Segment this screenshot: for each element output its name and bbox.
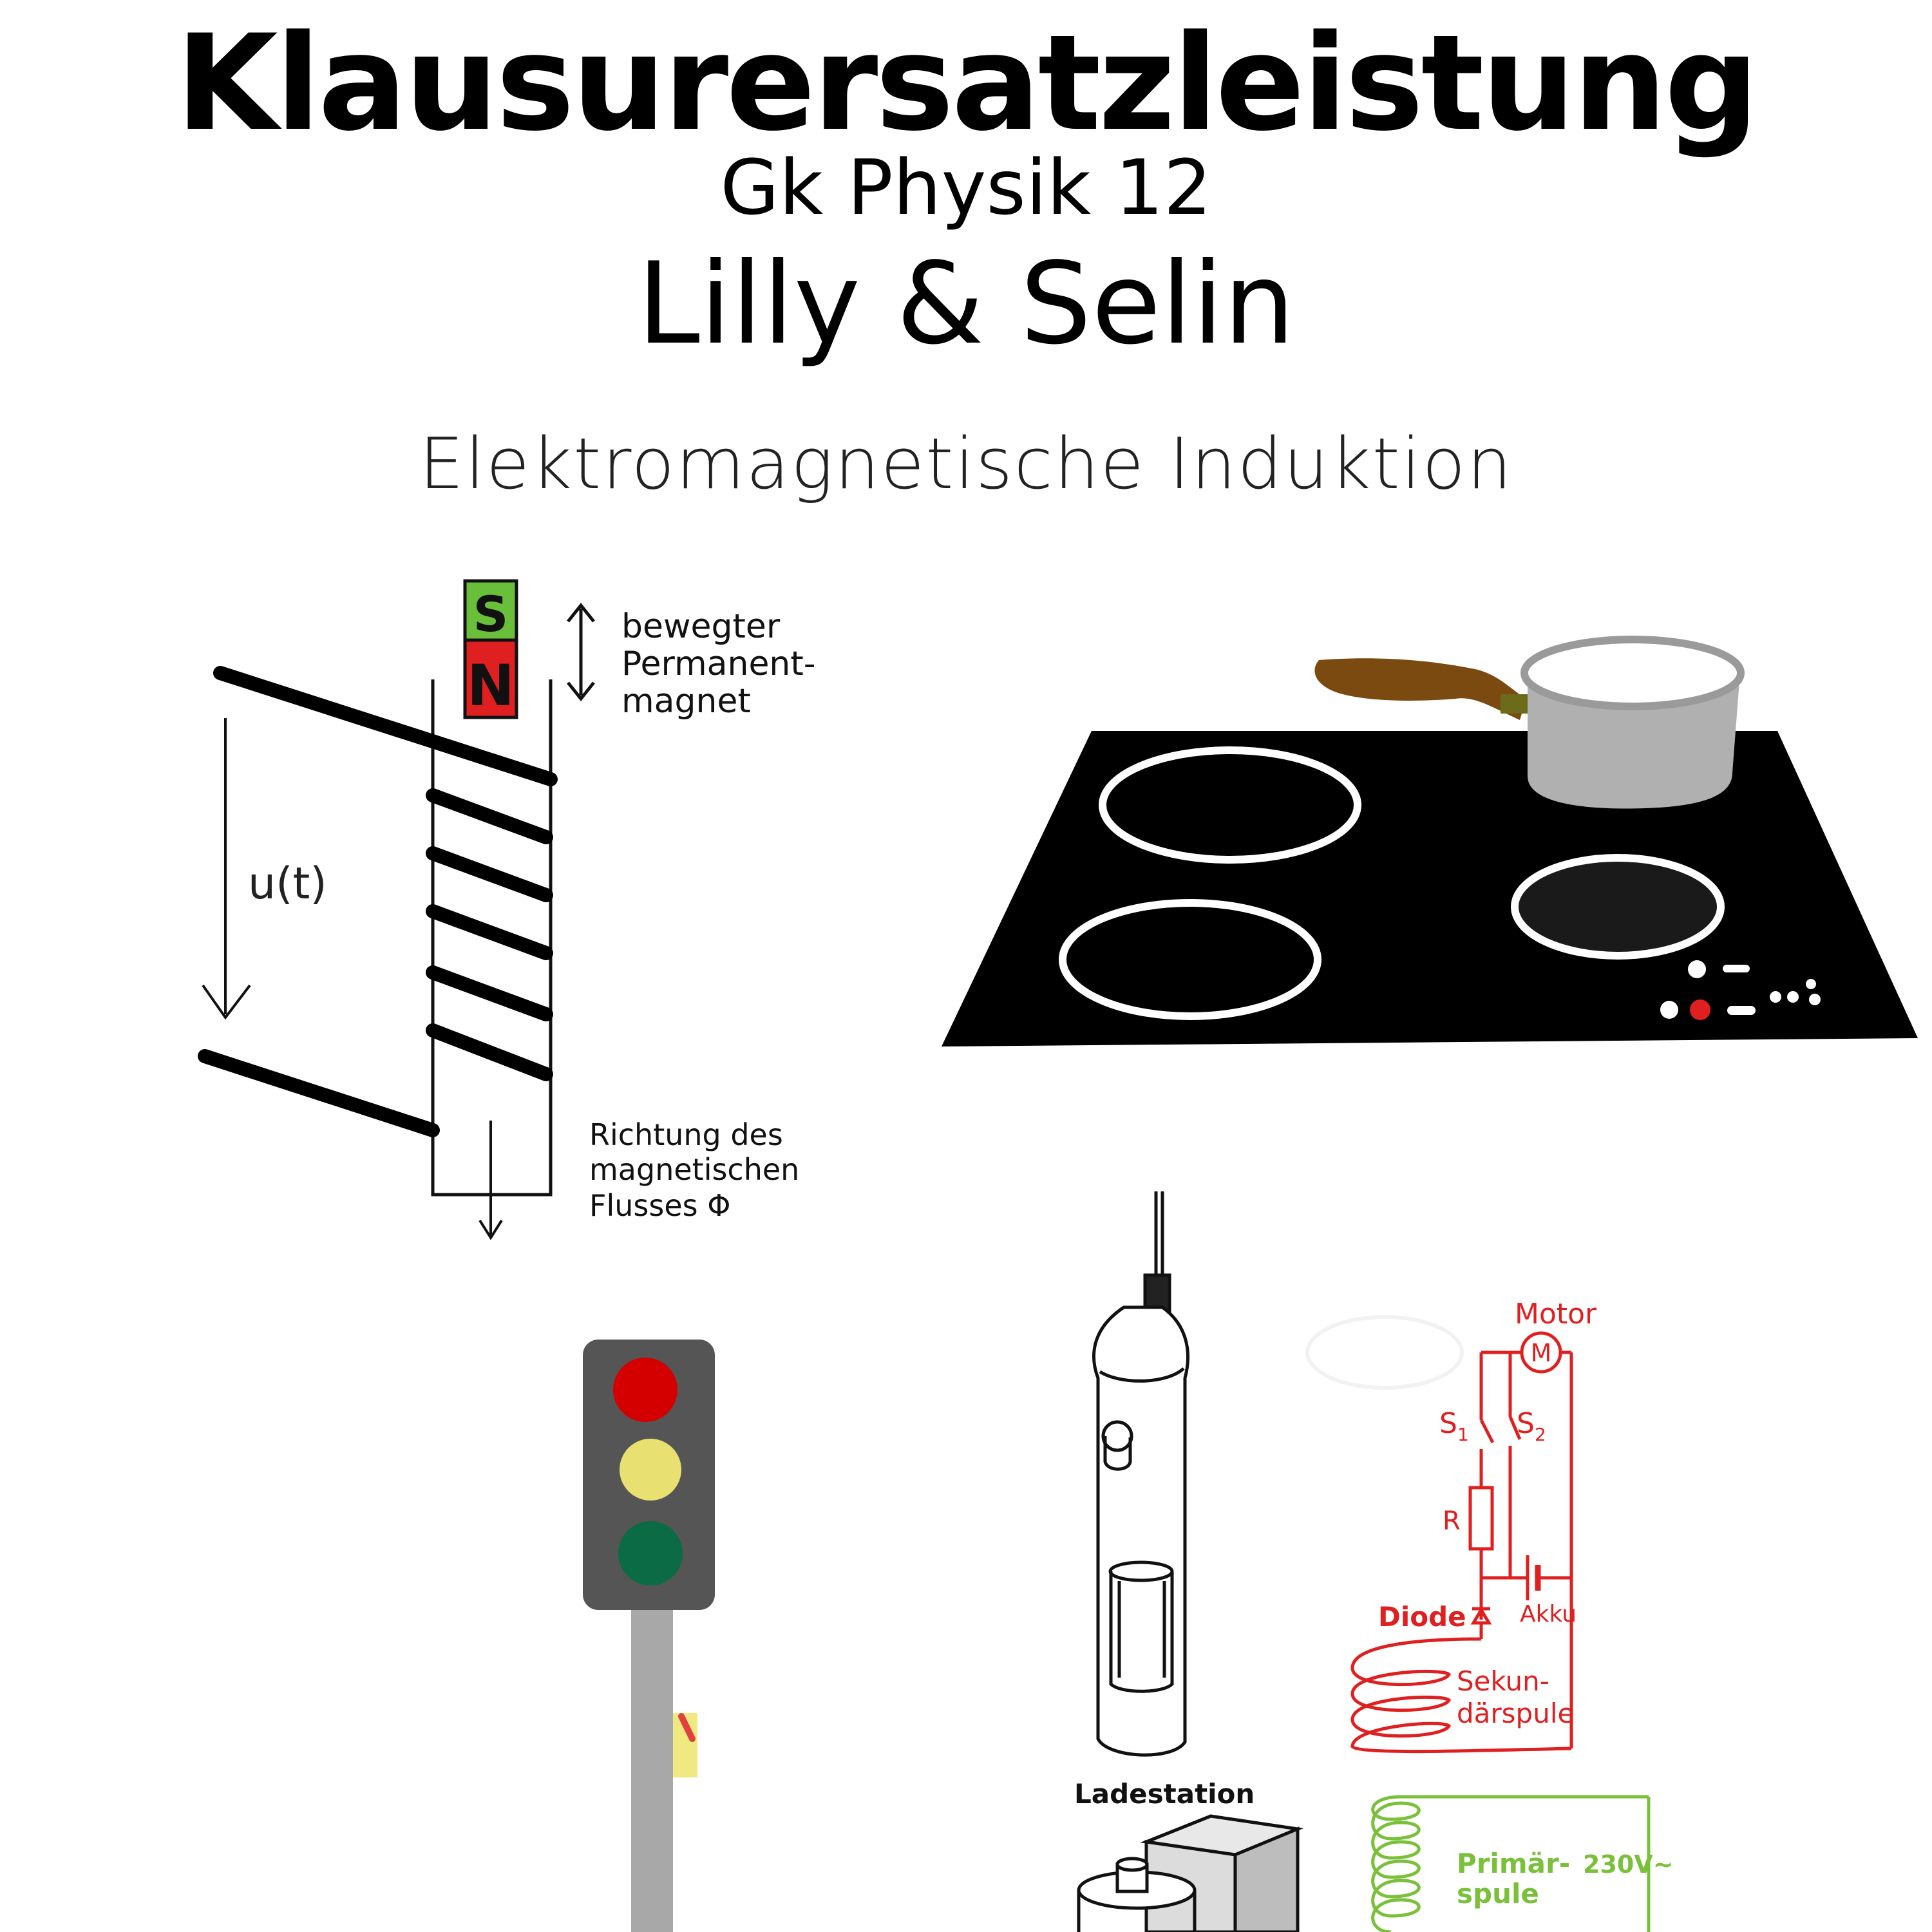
diode-label: Diode (1378, 1601, 1466, 1633)
primary-circuit-labels: Primär- spule 230V~ (1457, 1848, 1674, 1909)
primary-circuit (1371, 1795, 1651, 1932)
traffic-light-green (618, 1521, 683, 1586)
stove-controls (1660, 960, 1821, 1020)
cooking-pot (1314, 636, 1745, 809)
motor-label: Motor (1515, 1298, 1597, 1331)
traffic-light (583, 1340, 715, 1932)
primary-coil (1371, 1795, 1421, 1932)
topic-heading: Elektromagnetische Induktion (419, 422, 1513, 505)
sketch-smudge (1305, 1315, 1464, 1390)
induction-coil-diagram: S N bewegter Permanent- magnet (198, 579, 816, 1240)
electric-toothbrush (1092, 1191, 1190, 1757)
secondary-coil-label-line1: Sekun- (1457, 1665, 1549, 1697)
switch1-label: S1 (1439, 1407, 1469, 1445)
primary-coil-label-line1: Primär- (1457, 1848, 1570, 1879)
battery-label: Akku (1520, 1601, 1577, 1627)
magnet-label-line2: Permanent- (621, 645, 816, 683)
resistor-symbol (1468, 1486, 1494, 1551)
magnet-south-pole (463, 579, 518, 642)
pot-handle (1314, 658, 1526, 720)
magnet-north-letter: N (467, 652, 515, 719)
coil-lead-top (213, 666, 558, 786)
charging-station-label: Ladestation (1074, 1778, 1255, 1810)
mains-voltage-label: 230V~ (1583, 1850, 1674, 1879)
coil-lead-bottom (198, 1049, 440, 1137)
secondary-circuit (1350, 1331, 1573, 1754)
stove-burner-bottom-left (1059, 899, 1321, 1020)
motor-symbol-letter: M (1531, 1339, 1552, 1367)
page-title: Klausurersatzleistung (175, 7, 1759, 160)
pot-rim (1520, 636, 1745, 710)
magnet-north-pole (463, 638, 518, 719)
flux-label-line1: Richtung des (589, 1117, 783, 1152)
traffic-light-pole (631, 1607, 673, 1932)
stove-burner-bottom-right (1511, 854, 1725, 960)
course-subtitle: Gk Physik 12 (720, 143, 1212, 232)
voltage-arrow (202, 718, 251, 1020)
motor-symbol-circle (1520, 1331, 1562, 1374)
stove-top (942, 731, 1918, 1046)
flux-label-line3: Flusses Φ (589, 1188, 730, 1223)
charging-station (1077, 1814, 1304, 1932)
primary-coil-label-line2: spule (1457, 1878, 1539, 1909)
resistor-label: R (1443, 1506, 1461, 1536)
coil-windings (426, 788, 553, 1081)
pot-body (1528, 673, 1740, 809)
stove-burner-top-left (1099, 746, 1361, 864)
flux-arrow (478, 1121, 503, 1240)
magnet-label-line1: bewegter (621, 607, 781, 646)
magnet-label-line3: magnet (621, 682, 751, 721)
magnet-motion-arrow (567, 602, 595, 702)
voltage-label: u(t) (248, 858, 327, 909)
secondary-coil (1350, 1637, 1572, 1754)
switch2-label: S2 (1517, 1407, 1546, 1445)
induction-stove (942, 636, 1918, 1046)
authors-line: Lilly & Selin (637, 239, 1295, 370)
traffic-light-yellow (620, 1439, 681, 1501)
secondary-coil-label-line2: därspule (1457, 1698, 1574, 1729)
traffic-light-red (613, 1358, 677, 1422)
flux-label-line2: magnetischen (589, 1152, 799, 1187)
magnet-south-letter: S (473, 585, 509, 643)
secondary-circuit-labels: Motor M S1 S2 R Diode Akku Sekun- därspu… (1378, 1298, 1597, 1729)
